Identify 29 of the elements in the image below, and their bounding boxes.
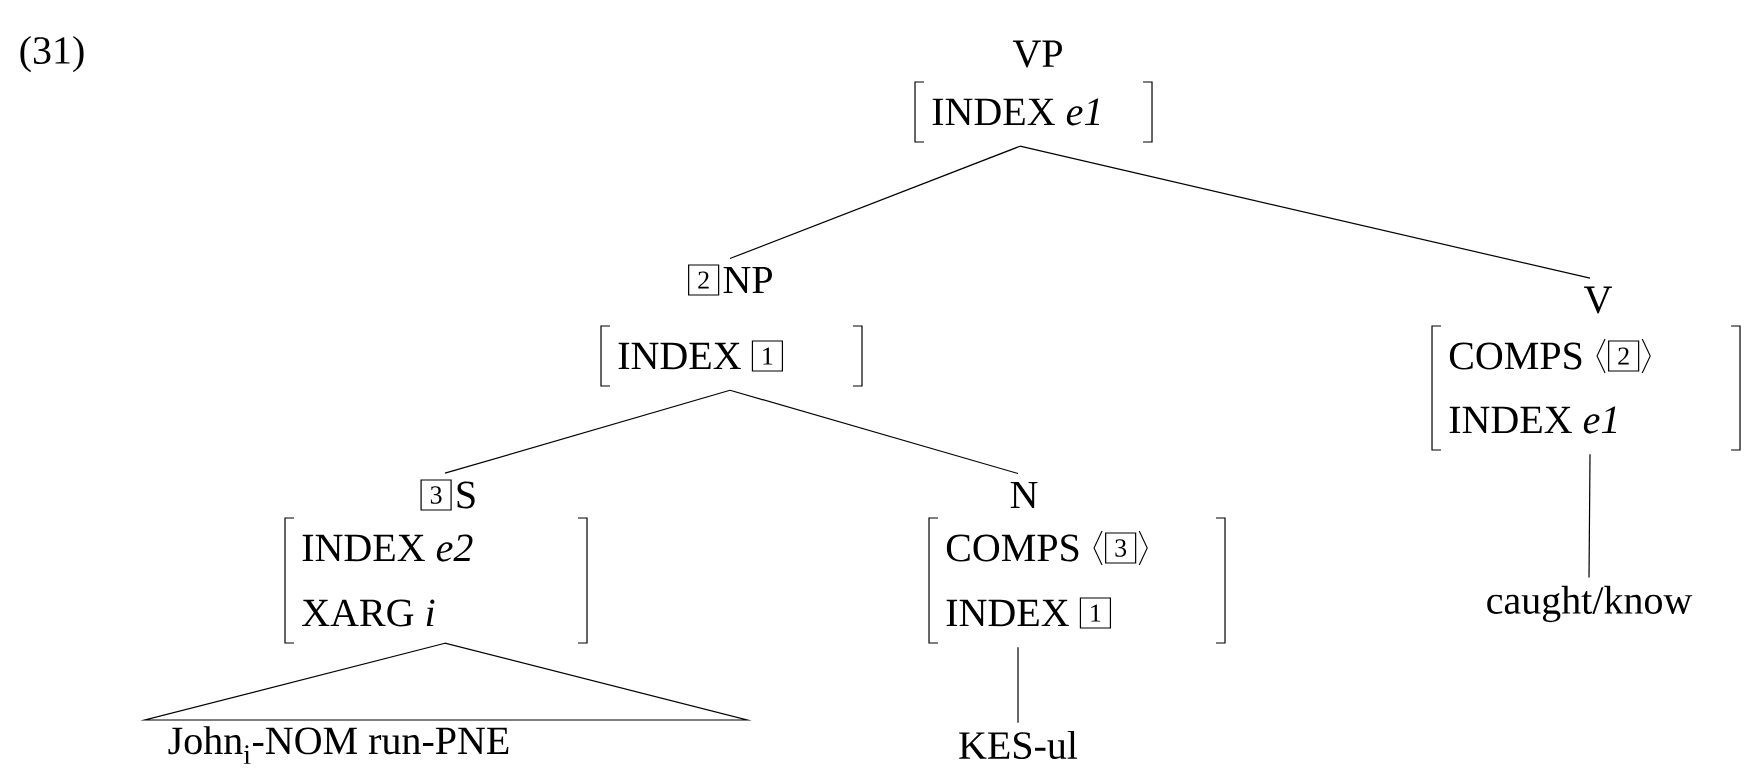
branch-line bbox=[1588, 453, 1591, 579]
category-label: V bbox=[1584, 286, 1612, 314]
tag-box: 2 bbox=[1608, 340, 1640, 372]
tag-box: 1 bbox=[751, 340, 783, 372]
feature-line: INDEX e1 bbox=[932, 98, 1100, 126]
feature-line: INDEX e2 bbox=[302, 534, 473, 562]
feature-line: INDEX bbox=[618, 342, 741, 370]
feature-line: INDEX e1 bbox=[1449, 406, 1617, 434]
feature-line: COMPS bbox=[1449, 342, 1582, 370]
feature-line: INDEX bbox=[946, 599, 1069, 627]
branch-line bbox=[729, 145, 1021, 260]
category-label: S bbox=[457, 481, 475, 509]
branch-line bbox=[1017, 646, 1019, 724]
feature-line: XARG i bbox=[302, 599, 435, 627]
tag-box: 3 bbox=[420, 479, 452, 511]
tag-box: 1 bbox=[1079, 597, 1112, 629]
word: caught/know bbox=[1487, 585, 1693, 623]
branch-line bbox=[1019, 145, 1591, 279]
example-number: (31) bbox=[20, 35, 84, 73]
branch-line bbox=[729, 389, 1019, 475]
word: KES-ul bbox=[959, 730, 1078, 760]
tag-box: 2 bbox=[688, 264, 720, 296]
branch-line bbox=[444, 389, 731, 474]
category-label: N bbox=[1010, 481, 1038, 509]
feature-line: COMPS bbox=[946, 534, 1079, 562]
word: John$_{i}$-NOM run-PNE bbox=[168, 726, 509, 764]
category-label: NP bbox=[723, 266, 772, 294]
tag-box: 3 bbox=[1105, 532, 1137, 564]
category-label: VP bbox=[1012, 40, 1062, 68]
